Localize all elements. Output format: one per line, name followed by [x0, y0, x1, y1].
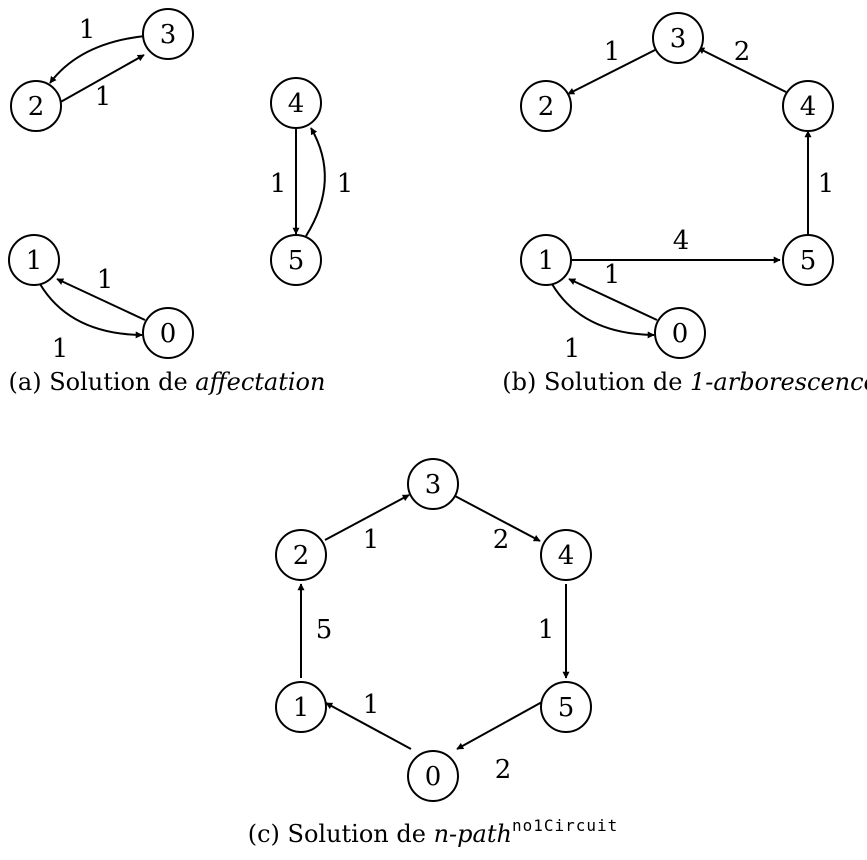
edge-2-3 — [324, 494, 410, 541]
edge-label-0-1: 1 — [604, 260, 621, 290]
node-label-0: 0 — [672, 319, 689, 349]
edge-label-3-2: 1 — [604, 37, 621, 67]
node-label-4: 4 — [800, 92, 817, 122]
node-label-5: 5 — [288, 246, 305, 276]
node-5: 5 — [540, 681, 592, 733]
node-label-3: 3 — [670, 24, 687, 54]
edge-label-0-1: 1 — [363, 690, 380, 720]
edge-4-3 — [697, 47, 787, 93]
edge-3-2 — [567, 49, 656, 95]
edge-0-1 — [568, 278, 658, 321]
edge-2-3 — [56, 54, 145, 105]
node-label-0: 0 — [160, 319, 177, 349]
edge-label-1-0: 1 — [52, 334, 69, 364]
panel-a: 1 1 1 1 1 1 3 2 4 5 1 0 (a — [8, 8, 354, 396]
node-1: 1 — [8, 234, 60, 286]
edge-label-5-4: 1 — [818, 169, 835, 199]
edge-label-5-4: 1 — [337, 169, 354, 199]
node-label-2: 2 — [538, 92, 555, 122]
caption-c-prefix: (c) Solution de — [248, 820, 434, 848]
caption-a-italic: affectation — [195, 368, 325, 396]
node-label-0: 0 — [425, 762, 442, 792]
node-label-2: 2 — [293, 541, 310, 571]
edge-label-4-5: 1 — [270, 169, 287, 199]
node-4: 4 — [270, 77, 322, 129]
edge-label-4-5: 1 — [538, 615, 555, 645]
node-0: 0 — [654, 307, 706, 359]
edge-label-0-1: 1 — [97, 265, 114, 295]
caption-a-prefix: (a) Solution de — [9, 368, 196, 396]
node-label-2: 2 — [28, 92, 45, 122]
node-3: 3 — [407, 458, 459, 510]
edge-5-0 — [456, 701, 543, 750]
edge-0-1 — [56, 278, 146, 321]
node-2: 2 — [275, 529, 327, 581]
caption-c-italic: n-path — [434, 820, 512, 848]
node-label-4: 4 — [288, 89, 305, 119]
edge-label-1-2: 5 — [316, 615, 333, 645]
edge-label-3-2: 1 — [79, 15, 96, 45]
node-label-3: 3 — [425, 470, 442, 500]
edge-label-2-3: 1 — [95, 82, 112, 112]
node-label-1: 1 — [538, 246, 555, 276]
edge-3-4 — [454, 495, 541, 542]
panel-b: 1 2 1 4 1 1 3 2 4 1 5 0 (b — [502, 12, 867, 396]
node-label-1: 1 — [293, 693, 310, 723]
caption-a: (a) Solution de affectation — [9, 368, 326, 396]
edge-label-1-5: 4 — [673, 226, 690, 256]
node-2: 2 — [520, 80, 572, 132]
node-label-3: 3 — [160, 20, 177, 50]
edge-1-0 — [551, 283, 655, 339]
node-2: 2 — [10, 80, 62, 132]
node-4: 4 — [782, 80, 834, 132]
edge-label-4-3: 2 — [734, 37, 751, 67]
node-0: 0 — [407, 750, 459, 802]
node-label-5: 5 — [558, 693, 575, 723]
caption-b-italic: 1-arborescence — [690, 368, 867, 396]
caption-c-superscript: no1Circuit — [512, 816, 618, 835]
node-1: 1 — [520, 234, 572, 286]
panel-c: 1 2 1 2 1 5 3 2 4 1 5 0 (c — [248, 458, 619, 848]
edge-label-1-0: 1 — [564, 334, 581, 364]
edge-3-2 — [49, 35, 146, 84]
node-1: 1 — [275, 681, 327, 733]
node-label-4: 4 — [558, 541, 575, 571]
node-5: 5 — [782, 234, 834, 286]
edge-5-4 — [305, 127, 326, 237]
node-5: 5 — [270, 234, 322, 286]
caption-b: (b) Solution de 1-arborescence — [502, 368, 867, 396]
node-label-1: 1 — [26, 246, 43, 276]
node-0: 0 — [142, 307, 194, 359]
edge-1-0 — [39, 283, 143, 339]
node-label-5: 5 — [800, 246, 817, 276]
node-3: 3 — [142, 8, 194, 60]
edge-label-2-3: 1 — [363, 525, 380, 555]
caption-c: (c) Solution de n-pathno1Circuit — [248, 816, 619, 848]
node-4: 4 — [540, 529, 592, 581]
edge-0-1 — [325, 702, 412, 750]
node-3: 3 — [652, 12, 704, 64]
edge-label-3-4: 2 — [493, 525, 510, 555]
caption-b-prefix: (b) Solution de — [502, 368, 690, 396]
edge-label-5-0: 2 — [495, 755, 512, 785]
